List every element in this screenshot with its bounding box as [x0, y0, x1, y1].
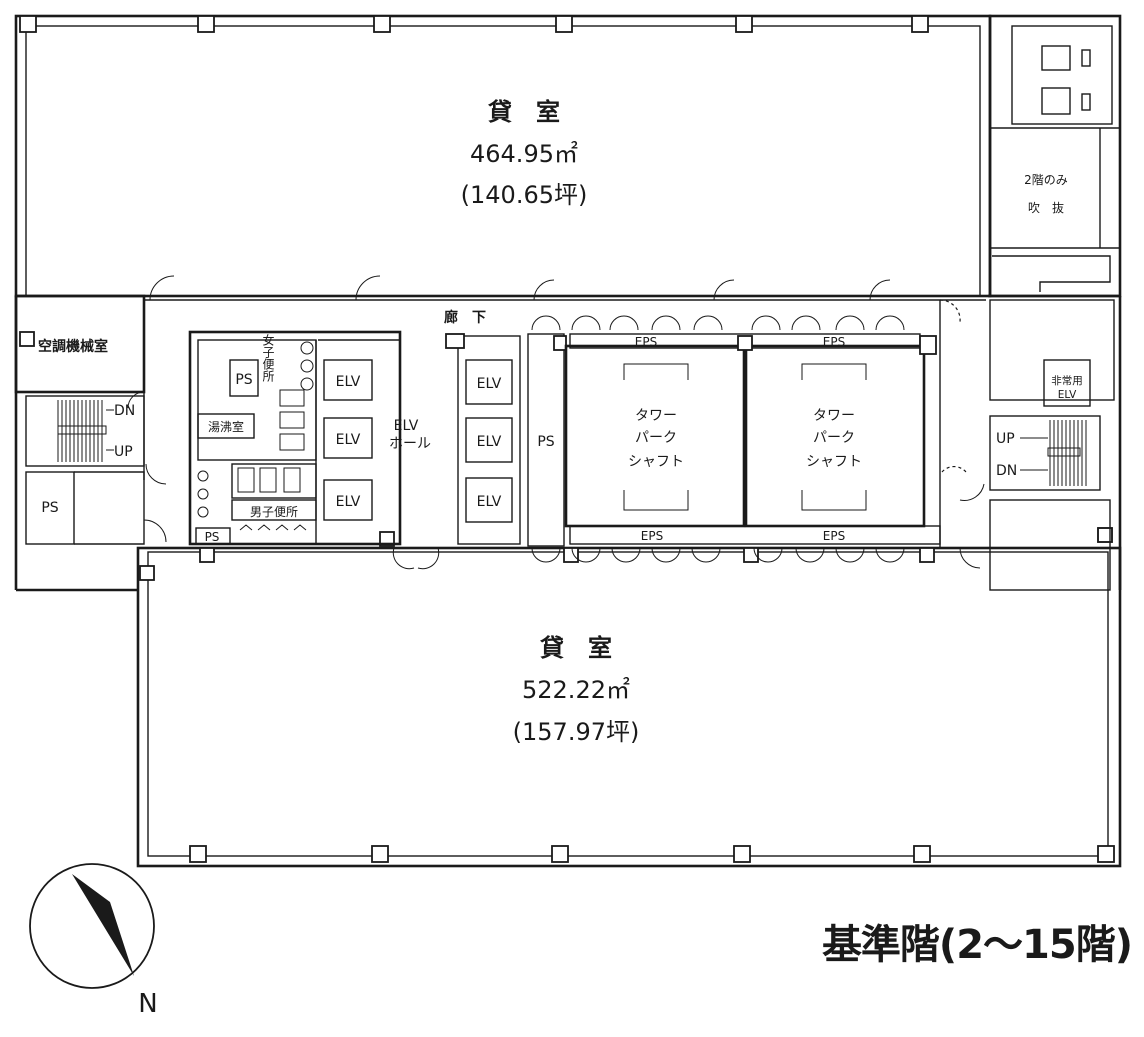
elv-label: ELV — [477, 434, 502, 450]
elv-label: ELV — [477, 376, 502, 392]
void-label-2: 吹 抜 — [1028, 201, 1064, 215]
ac-room-label: 空調機械室 — [38, 338, 108, 355]
ps-label: PS — [41, 500, 58, 516]
upper-office-area-tsubo: (140.65坪) — [461, 181, 588, 209]
tower-park-label-1: タワー — [635, 408, 677, 424]
elv-hall-label-2: ホール — [389, 436, 431, 452]
elv-label: ELV — [336, 494, 361, 510]
lower-office-area-m2: 522.22㎡ — [522, 676, 630, 704]
eps-label: EPS — [823, 529, 845, 543]
upper-office-area-m2: 464.95㎡ — [470, 140, 578, 168]
stair-down-label: DN — [996, 463, 1017, 479]
lower-office-name: 貸 室 — [540, 634, 612, 662]
upper-office-name: 貸 室 — [488, 98, 560, 126]
tower-park-label-2: パーク — [635, 430, 677, 446]
eps-label: EPS — [641, 529, 663, 543]
elv-label: ELV — [336, 374, 361, 390]
stair-down-label: DN — [114, 403, 135, 419]
corridor-label: 廊 下 — [444, 309, 486, 326]
ps-label: PS — [235, 372, 252, 388]
elv-label: ELV — [477, 494, 502, 510]
emergency-elv-label-2: ELV — [1058, 389, 1077, 401]
ps-label: PS — [205, 530, 220, 544]
stair-labels: DN UP UP DN — [114, 403, 1017, 479]
room-labels: 空調機械室 廊 下 ELV ホール ELV ELV ELV ELV ELV EL… — [38, 172, 1083, 544]
lower-office-labels: 貸 室 522.22㎡ (157.97坪) — [513, 634, 640, 746]
north-arrow-icon — [72, 874, 134, 976]
door-swings — [127, 275, 985, 570]
void-label-1: 2階のみ — [1024, 172, 1068, 187]
north-label: N — [138, 989, 157, 1019]
elv-label: ELV — [336, 432, 361, 448]
upper-office-labels: 貸 室 464.95㎡ (140.65坪) — [461, 98, 588, 209]
lower-office-area-tsubo: (157.97坪) — [513, 718, 640, 746]
floor-title: 基準階(2〜15階) — [821, 922, 1133, 968]
tower-park-label-3: シャフト — [628, 454, 684, 470]
emergency-elv-label-1: 非常用 — [1051, 374, 1083, 387]
stair-up-label: UP — [996, 431, 1015, 447]
stairs-right — [1020, 420, 1087, 486]
structural-columns — [19, 15, 1115, 863]
mens-wc-label: 男子便所 — [250, 505, 298, 519]
ps-label: PS — [537, 434, 554, 450]
elv-hall-label-1: ELV — [394, 418, 419, 434]
womens-wc-label: 女子便所 — [261, 333, 275, 382]
eps-label: EPS — [635, 335, 657, 349]
core-walls — [14, 294, 1115, 591]
tower-park-label-2: パーク — [813, 430, 855, 446]
north-compass: N — [29, 863, 158, 1019]
eps-label: EPS — [823, 335, 845, 349]
stairs-left — [57, 400, 114, 462]
tower-park-label-1: タワー — [813, 408, 855, 424]
kitchenette-label: 湯沸室 — [208, 419, 244, 434]
tower-park-label-3: シャフト — [806, 454, 862, 470]
stair-up-label: UP — [114, 444, 133, 460]
